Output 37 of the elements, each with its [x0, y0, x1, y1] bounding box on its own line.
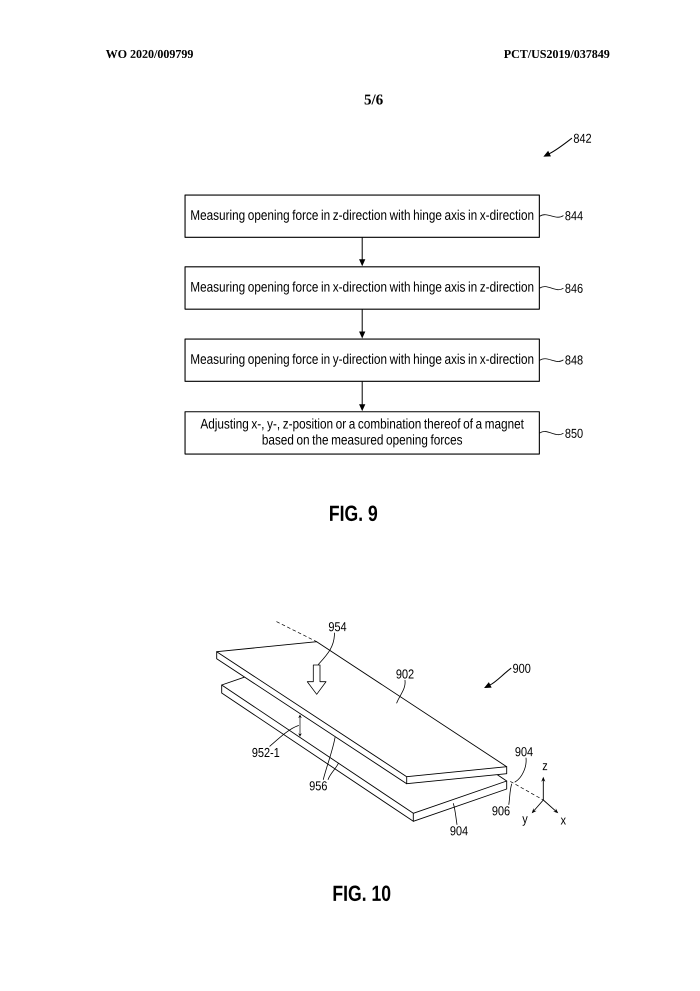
process-box: Measuring opening force in x-direction with hinge axis in z-direction — [184, 266, 540, 310]
leader-line — [328, 763, 339, 780]
leader-line — [322, 737, 336, 780]
axis-label: y — [522, 816, 528, 826]
figure-caption: FIG. 10 — [334, 886, 390, 902]
process-box: Measuring opening force in y-direction with hinge axis in x-direction — [184, 338, 540, 382]
header-text: PCT/US2019/037849 — [504, 50, 610, 58]
leader-line — [514, 758, 527, 782]
reference-numeral: 850 — [565, 428, 583, 438]
leader-line — [540, 214, 564, 218]
figure-caption: FIG. 9 — [330, 506, 378, 522]
leader-line — [540, 431, 564, 436]
reference-numeral: 846 — [565, 284, 583, 293]
reference-numeral: 900 — [513, 664, 530, 673]
reference-numeral: 904 — [515, 747, 533, 756]
leader-line — [540, 358, 564, 362]
reference-numeral: 848 — [565, 355, 583, 365]
page-number: 5/6 — [364, 94, 383, 105]
leader-line — [318, 632, 335, 665]
reference-numeral: 906 — [492, 806, 510, 816]
reference-numeral: 902 — [396, 669, 414, 679]
reference-numeral: 952-1 — [252, 748, 280, 758]
leader-line — [452, 803, 458, 825]
process-box: Adjusting x-, y-, z-position or a combination thereof of a magnet based on the measured opening forces — [184, 411, 540, 455]
reference-numeral: 956 — [310, 781, 327, 790]
process-box: Measuring opening force in z-direction with hinge axis in x-direction — [184, 194, 540, 238]
reference-numeral: 954 — [328, 622, 346, 632]
reference-numeral: 904 — [450, 826, 468, 836]
leader-line — [269, 725, 299, 747]
axis-label: z — [542, 763, 548, 770]
leader-line — [540, 286, 564, 290]
leader-line — [508, 784, 512, 805]
reference-numeral: 844 — [565, 211, 583, 220]
leader-line — [396, 680, 406, 704]
axis-label: x — [560, 818, 566, 824]
reference-numeral: 842 — [574, 134, 592, 143]
header-text: WO 2020/009799 — [106, 50, 193, 58]
